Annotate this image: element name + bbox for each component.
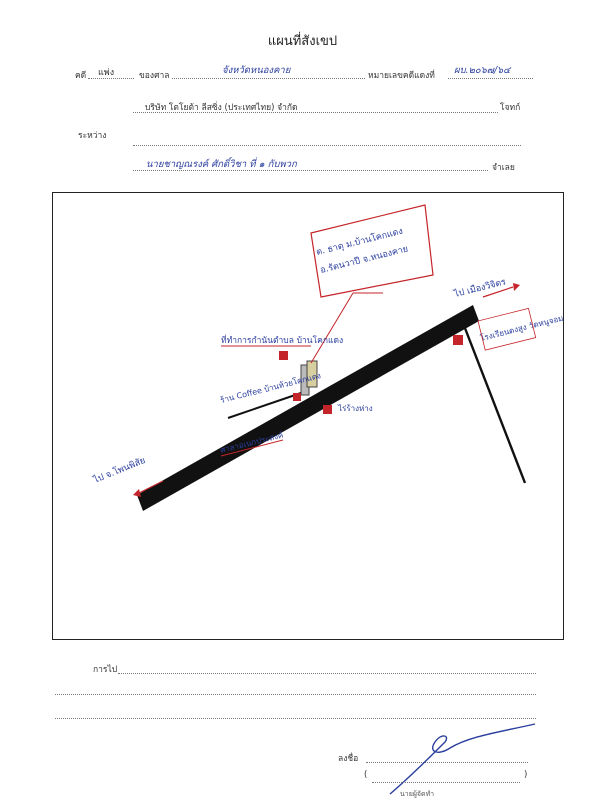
marker-school: [453, 335, 463, 345]
blank-line-dots: [133, 145, 521, 146]
purpose-label: การไป: [93, 665, 118, 675]
between-label: ระหว่าง: [78, 131, 107, 141]
landmark-school: โรงเรียนดงสูง วัดหนูจอมแก้ว: [479, 309, 563, 344]
sketch-map: ต. ธาตุ ม.บ้านโคกแดง อ.รัตนวาปี จ.หนองคา…: [91, 204, 563, 511]
court-name: จังหวัดหนองคาย: [222, 65, 291, 76]
case-type-dots: [88, 78, 134, 79]
marker-field: [323, 405, 332, 414]
case-type: แพ่ง: [98, 68, 115, 78]
marker-coffee-shop: [293, 393, 301, 401]
case-label: คดี: [75, 71, 87, 81]
marker-kamnan-office: [279, 351, 288, 360]
sign-label: ลงชื่อ: [338, 754, 359, 764]
main-road: [137, 305, 479, 511]
plaintiff-dots: [133, 112, 498, 113]
signature-scribble: [389, 723, 536, 795]
defendant-name: นายชาญณรงค์ ศักดิ์วิชา ที่ ๑ กับพวก: [146, 159, 297, 170]
name-dots: [372, 782, 520, 783]
defendant-role: จำเลย: [492, 163, 515, 173]
red-case-dots: [448, 78, 533, 79]
direction-right-arrow: [482, 286, 514, 298]
direction-right-label: ไป เมืองวิจิตร: [452, 276, 507, 300]
direction-left-arrow: [138, 480, 164, 494]
sign-dots: [366, 762, 528, 763]
red-case-label: หมายเลขคดีแดงที่: [368, 71, 435, 81]
paren-open: (: [364, 770, 368, 780]
purpose-dots-3: [55, 718, 536, 719]
address-box: [310, 204, 434, 298]
purpose-dots-2: [55, 694, 536, 695]
direction-left-label: ไป จ.โพนพิสัย: [91, 455, 147, 486]
defendant-dots: [133, 170, 488, 171]
landmark-field: ไร่ร้างห่าง: [337, 404, 373, 413]
page-title: แผนที่สังเขป: [267, 34, 338, 49]
landmark-kamnan-office: ที่ทำการกำนันตำบล บ้านโคกแดง: [221, 334, 343, 346]
purpose-dots: [118, 673, 536, 674]
court-name-dots: [172, 78, 365, 79]
paren-close: ): [524, 770, 528, 780]
side-road: [461, 322, 527, 484]
plaintiff-role: โจทก์: [500, 103, 521, 113]
role-label: นายผู้จัดทำ: [400, 790, 435, 798]
plaintiff-name: บริษัท โตโยต้า ลีสซิ่ง (ประเทศไทย) จำกัด: [145, 103, 298, 113]
court-label: ของศาล: [139, 71, 170, 81]
red-case-number: ผบ.๒๐๖๗/๖๔: [454, 65, 511, 76]
lane-left: [227, 392, 302, 419]
map-frame: ต. ธาตุ ม.บ้านโคกแดง อ.รัตนวาปี จ.หนองคา…: [52, 192, 564, 640]
address-connector: [310, 292, 354, 364]
